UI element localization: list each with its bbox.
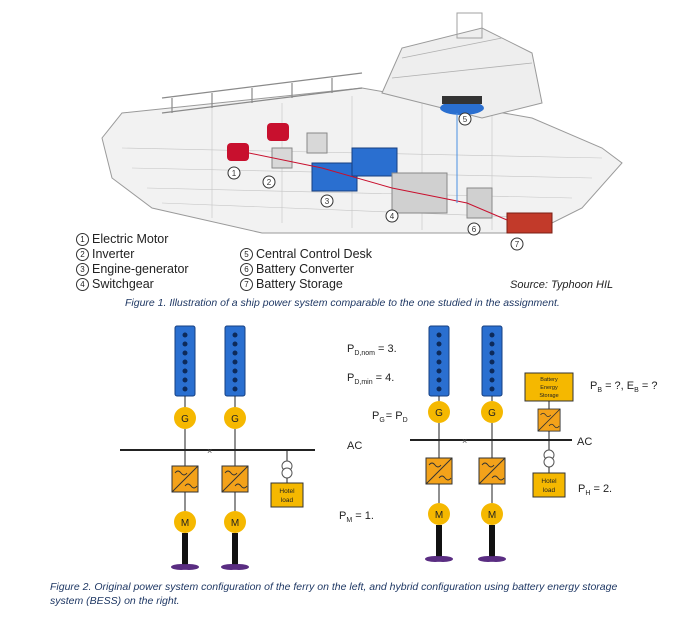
callout-7: 7 (515, 240, 520, 249)
callout-3: 3 (325, 197, 330, 206)
callout-5: 5 (463, 115, 468, 124)
svg-text:M: M (488, 510, 496, 521)
ship-illustration: 1 2 3 4 5 6 7 (101, 12, 623, 251)
svg-text:load: load (543, 487, 556, 494)
svg-text:G: G (435, 408, 443, 419)
generator-right-1 (428, 401, 450, 423)
hotel-load-left (270, 482, 304, 508)
svg-text:M: M (231, 518, 239, 529)
svg-text:load: load (281, 497, 294, 504)
equation-pd-min: PD,min = 4. (347, 372, 394, 386)
ac-label-left: AC (347, 440, 362, 452)
propeller-left-2 (221, 533, 249, 570)
callout-1: 1 (232, 169, 237, 178)
engine-right-2 (481, 325, 503, 397)
svg-text:G: G (488, 408, 496, 419)
figure-1: 1 2 3 4 5 6 7 (62, 8, 634, 300)
right-configuration: G G Battery Energy Storage × Hotel load … (410, 325, 574, 562)
engine-right-1 (428, 325, 450, 397)
ac-label-right: AC (577, 436, 592, 448)
equation-pg: PG= PD (372, 410, 408, 424)
converter-left-2 (221, 465, 249, 493)
svg-text:Hotel: Hotel (279, 488, 295, 495)
callout-6: 6 (472, 225, 477, 234)
propeller-right-2 (478, 525, 506, 562)
equation-ph: PH = 2. (578, 483, 612, 497)
converter-left-1 (171, 465, 199, 493)
svg-text:M: M (181, 518, 189, 529)
generator-left-1 (174, 407, 196, 429)
propeller-right-1 (425, 525, 453, 562)
propeller-left-1 (171, 533, 199, 570)
converter-right-1 (425, 457, 453, 485)
svg-text:M: M (435, 510, 443, 521)
svg-text:Battery: Battery (540, 377, 558, 383)
converter-right-2 (478, 457, 506, 485)
left-configuration: G G × Hotel load M M (120, 325, 315, 570)
generator-right-2 (481, 401, 503, 423)
engine-left-2 (224, 325, 246, 397)
engine-left-1 (174, 325, 196, 397)
callout-4: 4 (390, 212, 395, 221)
svg-text:G: G (181, 414, 189, 425)
svg-text:Hotel: Hotel (541, 478, 557, 485)
figure-2-diagram: G G × Hotel load M M PD,nom = 3. PD,min … (120, 325, 657, 570)
figure-1-source: Source: Typhoon HIL (510, 279, 614, 291)
hotel-load-right (532, 472, 566, 498)
svg-text:G: G (231, 414, 239, 425)
svg-text:Energy: Energy (540, 385, 558, 391)
motor-left-1 (174, 511, 196, 533)
svg-text:Storage: Storage (539, 393, 558, 399)
equation-pb-eb: PB = ?, EB = ? (590, 380, 657, 394)
motor-right-2 (481, 503, 503, 525)
battery-energy-storage (524, 372, 574, 402)
motor-left-2 (224, 511, 246, 533)
motor-right-1 (428, 503, 450, 525)
svg-text:×: × (207, 446, 212, 456)
figure-1-caption: Figure 1. Illustration of a ship power s… (125, 297, 560, 309)
svg-text:×: × (462, 436, 467, 446)
figure-2-caption: Figure 2. Original power system configur… (50, 581, 618, 607)
equation-pd-nom: PD,nom = 3. (347, 343, 397, 357)
generator-left-2 (224, 407, 246, 429)
callout-2: 2 (267, 178, 272, 187)
battery-converter (537, 408, 561, 432)
equation-pm: PM = 1. (339, 510, 374, 524)
